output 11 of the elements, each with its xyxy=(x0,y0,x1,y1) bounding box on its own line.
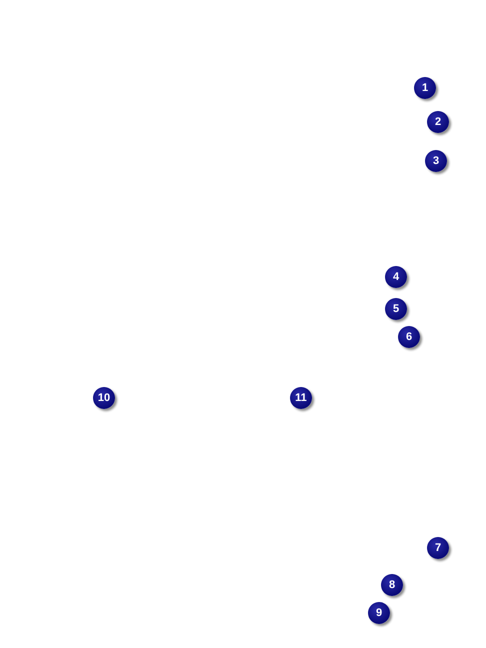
callout-number: 6 xyxy=(398,326,420,348)
callout-number: 8 xyxy=(381,574,403,596)
callout-number: 5 xyxy=(385,298,407,320)
callout-number: 11 xyxy=(290,387,312,409)
callout-number: 2 xyxy=(427,111,449,133)
callout-number: 4 xyxy=(385,266,407,288)
callout-number: 9 xyxy=(368,602,390,624)
callout-number: 1 xyxy=(414,77,436,99)
callout-number: 7 xyxy=(427,537,449,559)
callout-number: 10 xyxy=(93,387,115,409)
callout-number: 3 xyxy=(425,150,447,172)
